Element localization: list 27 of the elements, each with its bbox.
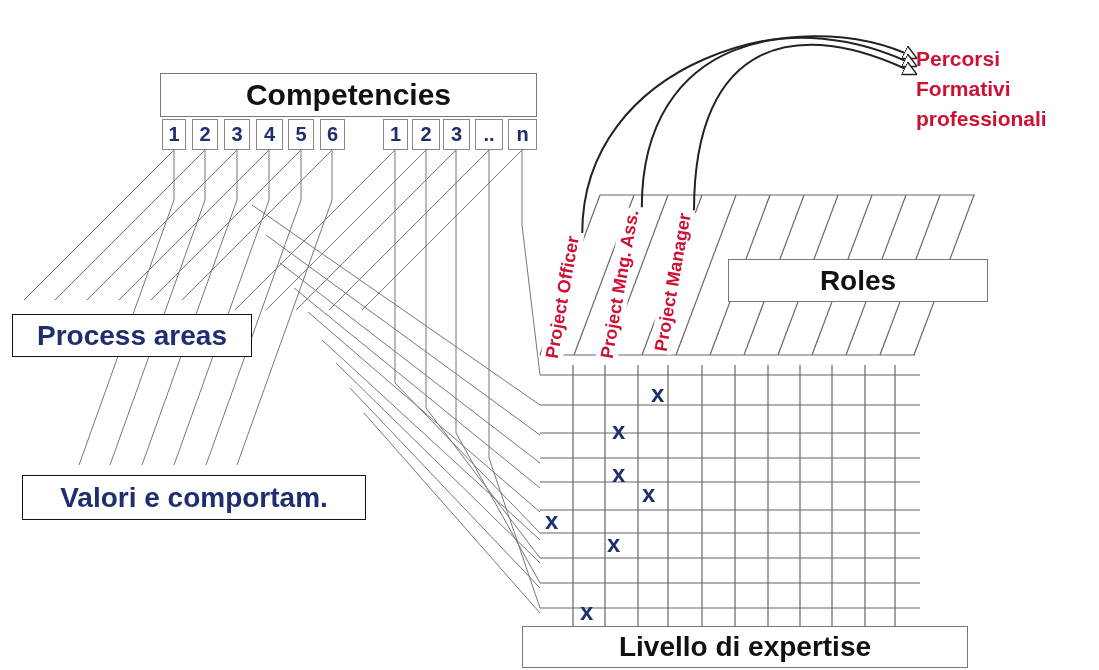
check-mark: x [580, 600, 594, 624]
number-cell: 2 [192, 119, 218, 150]
number-cell: 1 [162, 119, 186, 150]
curved-arrow [693, 43, 918, 212]
curved-arrow [640, 37, 918, 209]
number-cell: 3 [224, 119, 250, 150]
category-box: Process areas [12, 314, 252, 357]
number-cell: n [508, 119, 537, 150]
number-cell: 1 [383, 119, 408, 150]
number-cell: 5 [288, 119, 314, 150]
target-label: Percorsi Formativi professionali [916, 44, 1096, 134]
header-box: Competencies [160, 73, 537, 117]
check-mark: x [612, 419, 626, 443]
header-box: Livello di expertise [522, 626, 968, 668]
number-cell: 2 [412, 119, 440, 150]
number-cell: 4 [256, 119, 283, 150]
curved-arrow [581, 35, 918, 235]
check-mark: x [612, 462, 626, 486]
check-mark: x [642, 482, 656, 506]
category-box: Valori e comportam. [22, 475, 366, 520]
check-mark: x [545, 509, 559, 533]
number-cell: 6 [320, 119, 345, 150]
header-box: Roles [728, 259, 988, 302]
number-cell: 3 [443, 119, 470, 150]
check-mark: x [607, 532, 621, 556]
check-mark: x [651, 382, 665, 406]
number-cell: .. [475, 119, 503, 150]
